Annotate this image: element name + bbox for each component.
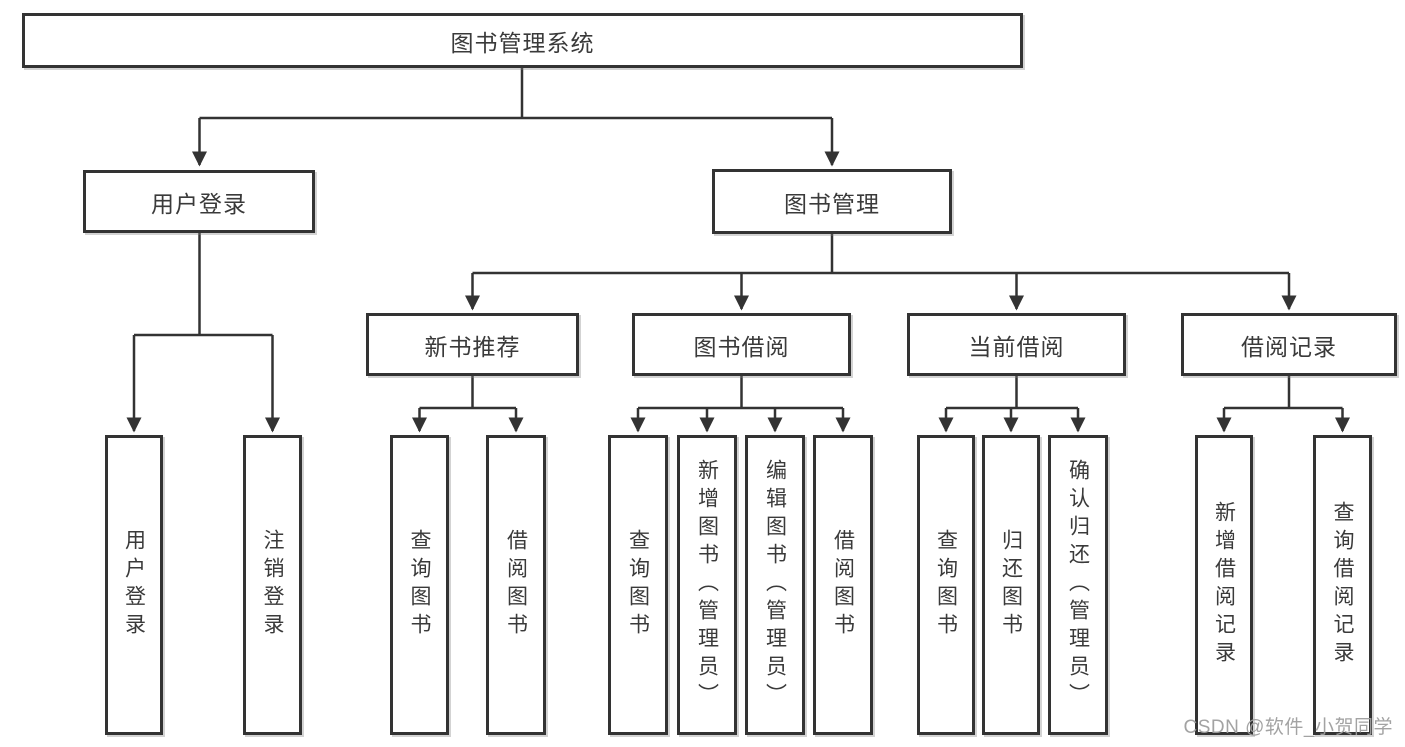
- leaf-return-books: 归还图书: [982, 435, 1040, 735]
- leaf-edit-books-admin: 编辑图书（管理员）: [745, 435, 805, 735]
- node-user-login: 用户登录: [83, 170, 315, 233]
- leaf-query-borrow-record: 查询借阅记录: [1313, 435, 1372, 735]
- leaf-logout: 注销登录: [243, 435, 302, 735]
- leaf-query-books-1: 查询图书: [390, 435, 449, 735]
- leaf-borrow-books-1: 借阅图书: [486, 435, 546, 735]
- leaf-user-login: 用户登录: [105, 435, 163, 735]
- csdn-watermark: CSDN @软件_小贺同学: [1183, 717, 1393, 738]
- node-current-borrow: 当前借阅: [907, 313, 1126, 376]
- leaf-confirm-return-admin: 确认归还（管理员）: [1048, 435, 1108, 735]
- leaf-borrow-books-2: 借阅图书: [813, 435, 873, 735]
- leaf-query-books-3: 查询图书: [917, 435, 975, 735]
- node-book-borrow: 图书借阅: [632, 313, 851, 376]
- node-root: 图书管理系统: [22, 13, 1023, 68]
- leaf-add-books-admin: 新增图书（管理员）: [677, 435, 737, 735]
- node-new-book-recommend: 新书推荐: [366, 313, 579, 376]
- node-borrow-records: 借阅记录: [1181, 313, 1397, 376]
- leaf-add-borrow-record: 新增借阅记录: [1195, 435, 1253, 735]
- leaf-query-books-2: 查询图书: [608, 435, 668, 735]
- node-book-management: 图书管理: [712, 169, 952, 234]
